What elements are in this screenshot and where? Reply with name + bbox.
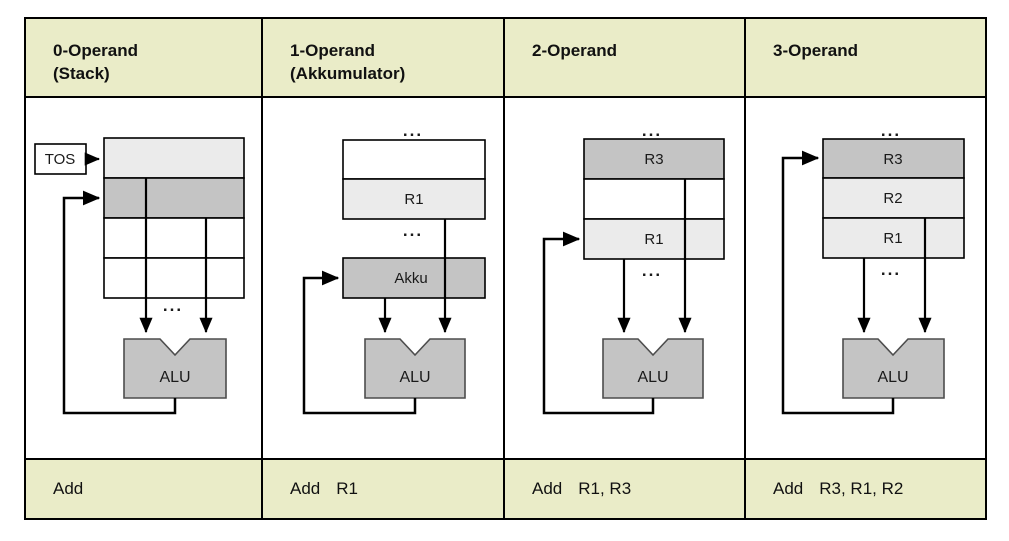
- ellipsis-label: ...: [163, 296, 183, 315]
- register-r2-label: R2: [883, 190, 902, 207]
- header-line1: 0-Operand: [53, 41, 139, 60]
- accumulator-machine-diagram: ... R1 ... Akku ALU: [302, 121, 486, 415]
- register-r1-label: R1: [404, 191, 423, 208]
- diagram-cell-stack: ... TOS ALU: [26, 98, 263, 458]
- instruction-mnemonic: Add: [290, 479, 321, 498]
- header-0-operand: 0-Operand (Stack): [26, 19, 263, 98]
- isa-comparison-table: 0-Operand (Stack) 1-Operand (Akkumulator…: [24, 17, 987, 520]
- header-1-operand: 1-Operand (Akkumulator): [263, 19, 505, 98]
- instruction-mnemonic: Add: [53, 479, 84, 498]
- header-2-operand: 2-Operand: [505, 19, 746, 98]
- alu-label: ALU: [399, 369, 430, 386]
- register-r3-label: R3: [883, 151, 902, 168]
- ellipsis-label: ...: [642, 121, 662, 140]
- register-cell-r1: [583, 218, 725, 260]
- tos-label: TOS: [45, 151, 76, 168]
- diagram-cell-3-operand: ... R3 R2 R1 ... ALU: [746, 98, 985, 458]
- akku-register: [342, 257, 486, 299]
- two-operand-machine-diagram: ... R3 R1 ... ALU: [542, 121, 725, 415]
- alu-block: [842, 338, 945, 399]
- three-operand-machine-diagram: ... R3 R2 R1 ... ALU: [781, 121, 965, 415]
- stack-cell-second: [103, 177, 245, 219]
- result-feedback-path: [302, 270, 417, 415]
- alu-label: ALU: [877, 369, 908, 386]
- register-cell-r3: [822, 138, 965, 179]
- instruction-0-operand: Add: [26, 458, 263, 518]
- instruction-2-operand: Add R1, R3: [505, 458, 746, 518]
- header-line1: 1-Operand: [290, 41, 376, 60]
- stack-cell-third: [103, 217, 245, 259]
- register-cell-r1: [342, 178, 486, 220]
- alu-block: [123, 338, 227, 399]
- instruction-1-operand: Add R1: [263, 458, 505, 518]
- register-cell-r2: [822, 177, 965, 219]
- header-line1: 3-Operand: [773, 41, 859, 60]
- alu-label: ALU: [637, 369, 668, 386]
- register-cell-blank: [583, 178, 725, 220]
- akku-label: Akku: [394, 270, 427, 287]
- instruction-3-operand: Add R3, R1, R2: [746, 458, 985, 518]
- register-r1-label: R1: [883, 230, 902, 247]
- result-feedback-path: [542, 231, 655, 415]
- stack-cell-fourth: [103, 257, 245, 299]
- result-feedback-path: [781, 150, 895, 415]
- header-3-operand: 3-Operand: [746, 19, 985, 98]
- alu-block: [364, 338, 466, 399]
- instruction-operands: R3, R1, R2: [819, 479, 904, 498]
- alu-label: ALU: [159, 369, 190, 386]
- instruction-mnemonic: Add: [532, 479, 563, 498]
- diagram-cell-akkumulator: ... R1 ... Akku ALU: [263, 98, 505, 458]
- diagram-cell-2-operand: ... R3 R1 ... ALU: [505, 98, 746, 458]
- register-cell-r3: [583, 138, 725, 180]
- stack-cell-top: [103, 137, 245, 179]
- ellipsis-label: ...: [881, 121, 901, 140]
- register-cell-r1: [822, 217, 965, 259]
- instruction-mnemonic: Add: [773, 479, 804, 498]
- header-line2: (Akkumulator): [290, 64, 406, 83]
- instruction-operands: R1, R3: [578, 479, 632, 498]
- alu-block: [602, 338, 704, 399]
- register-r1-label: R1: [644, 231, 663, 248]
- ellipsis-label: ...: [403, 221, 423, 240]
- ellipsis-label: ...: [881, 260, 901, 279]
- register-cell-blank: [342, 139, 486, 180]
- instruction-operands: R1: [336, 479, 358, 498]
- tos-box: [34, 143, 87, 175]
- result-feedback-path: [62, 190, 177, 415]
- stack-machine-diagram: ... TOS ALU: [34, 137, 245, 415]
- register-r3-label: R3: [644, 151, 663, 168]
- header-line2: (Stack): [53, 64, 110, 83]
- ellipsis-label: ...: [403, 121, 423, 140]
- header-line1: 2-Operand: [532, 41, 618, 60]
- ellipsis-label: ...: [642, 261, 662, 280]
